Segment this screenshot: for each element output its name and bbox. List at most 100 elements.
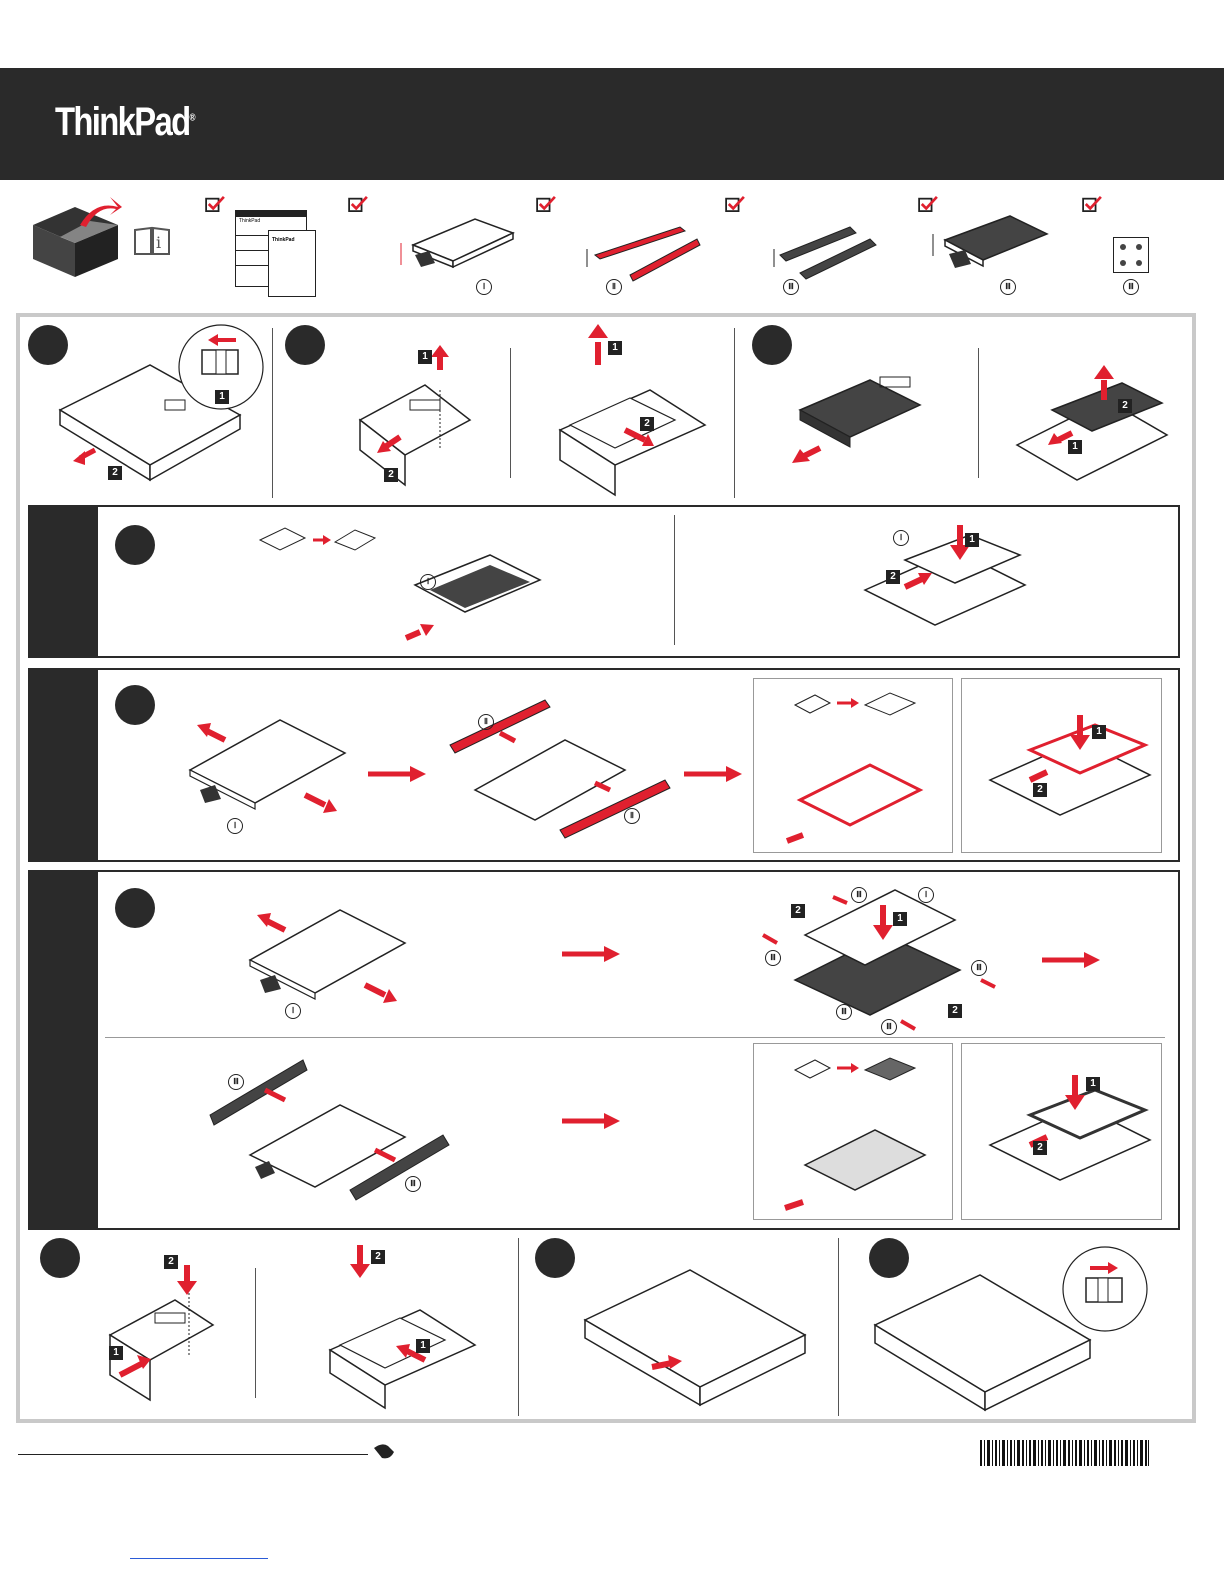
step-circle	[115, 525, 155, 565]
red-rails-icon	[585, 225, 705, 285]
marker-iii: Ⅲ	[851, 887, 867, 903]
step-badge: 1	[416, 1339, 430, 1353]
info-book-icon: i	[133, 226, 171, 256]
drive-rails-off-illustration	[245, 905, 410, 1005]
marker-ii: Ⅱ	[478, 714, 494, 730]
svg-text:i: i	[156, 233, 161, 252]
document-label: ThinkPad	[236, 217, 306, 225]
next-arrow-icon	[1042, 952, 1102, 968]
step-badge: 1	[109, 1346, 123, 1360]
step-badge: 1	[608, 341, 622, 355]
drive-rails-off-illustration	[185, 715, 350, 815]
step-badge: 1	[215, 390, 229, 404]
zoom-circle	[1060, 1244, 1150, 1334]
drive-icon	[395, 215, 515, 275]
marker-iii: Ⅲ	[405, 1176, 421, 1192]
drive-removal-illustration	[790, 345, 930, 475]
drive-insert-red-illustration	[775, 685, 945, 845]
footer-rule	[18, 1454, 368, 1455]
checkbox-icon	[536, 196, 556, 212]
step-badge: 2	[948, 1004, 962, 1018]
step-badge: 1	[965, 533, 979, 547]
screws-icon	[1113, 237, 1149, 273]
next-arrow-icon	[368, 766, 428, 782]
step-circle	[115, 888, 155, 928]
drive-lift-illustration	[1012, 355, 1172, 495]
marker-i: Ⅰ	[476, 279, 492, 295]
marker-iii-tray: Ⅲ	[1000, 279, 1016, 295]
separator	[105, 1037, 1165, 1038]
step-badge: 2	[164, 1255, 178, 1269]
next-arrow-icon	[562, 1113, 622, 1129]
barcode	[980, 1440, 1150, 1466]
tray-seat-illustration	[985, 1070, 1155, 1200]
divider	[674, 515, 675, 645]
laptop-close-illustration	[580, 1265, 810, 1410]
divider	[518, 1238, 519, 1416]
divider	[838, 1238, 839, 1416]
step-circle	[115, 685, 155, 725]
marker-i: Ⅰ	[420, 574, 436, 590]
marker-iii: Ⅲ	[783, 279, 799, 295]
tab-removal-icon	[255, 522, 385, 557]
step-circle	[40, 1238, 80, 1278]
tray-icon	[925, 210, 1050, 280]
divider	[510, 348, 511, 478]
divider	[734, 328, 735, 498]
step-badge: 1	[1086, 1077, 1100, 1091]
drive-bay-illustration	[355, 345, 475, 490]
marker-i: Ⅰ	[918, 887, 934, 903]
drive-seat-red-illustration	[985, 705, 1155, 835]
step-circle	[752, 325, 792, 365]
step-circle	[285, 325, 325, 365]
checkbox-icon	[1082, 196, 1102, 212]
tray-insert-illustration	[775, 1050, 945, 1215]
step-badge: 2	[1118, 399, 1132, 413]
document-label-2: ThinkPad	[269, 231, 315, 249]
marker-ii: Ⅱ	[624, 808, 640, 824]
marker-iii: Ⅲ	[836, 1004, 852, 1020]
drive-cover-reinstall-illustration	[105, 1255, 215, 1405]
marker-iii: Ⅲ	[971, 960, 987, 976]
black-rails-icon	[770, 225, 880, 285]
thinkpad-logo: ThinkPad®	[55, 100, 196, 145]
marker-i: Ⅰ	[285, 1003, 301, 1019]
step-circle	[535, 1238, 575, 1278]
marker-iii: Ⅲ	[228, 1074, 244, 1090]
step-badge: 2	[108, 466, 122, 480]
hyperlink-underline[interactable]	[130, 1558, 268, 1559]
marker-i: Ⅰ	[227, 818, 243, 834]
step-badge: 2	[384, 468, 398, 482]
checkbox-icon	[348, 196, 368, 212]
marker-iii: Ⅲ	[765, 950, 781, 966]
divider	[978, 348, 979, 478]
step-badge: 1	[1068, 440, 1082, 454]
step-badge: 2	[1033, 1141, 1047, 1155]
hand-icon	[372, 1440, 396, 1462]
checkbox-icon	[725, 196, 745, 212]
option-panel-a-tab	[28, 505, 98, 658]
screw-reinstall-illustration	[320, 1240, 480, 1410]
step-badge: 2	[1033, 783, 1047, 797]
marker-i: Ⅰ	[893, 530, 909, 546]
next-arrow-icon	[562, 946, 622, 962]
step-badge: 1	[893, 912, 907, 926]
document-sheet-2: ThinkPad	[268, 230, 316, 297]
drive-cover-illustration	[550, 320, 710, 500]
step-badge: 2	[640, 417, 654, 431]
step-badge: 1	[1092, 725, 1106, 739]
step-badge: 1	[418, 350, 432, 364]
option-panel-b-tab	[28, 668, 98, 862]
marker-ii: Ⅱ	[606, 279, 622, 295]
checkbox-icon	[205, 196, 225, 212]
drive-insert-illustration	[390, 520, 560, 650]
next-arrow-icon	[684, 766, 744, 782]
marker-iii-screws: Ⅲ	[1123, 279, 1139, 295]
open-box-icon	[30, 195, 125, 280]
option-panel-c-tab	[28, 870, 98, 1230]
marker-iii: Ⅲ	[881, 1019, 897, 1035]
divider	[272, 328, 273, 498]
step-badge: 2	[791, 904, 805, 918]
divider	[255, 1268, 256, 1398]
step-badge: 2	[371, 1250, 385, 1264]
